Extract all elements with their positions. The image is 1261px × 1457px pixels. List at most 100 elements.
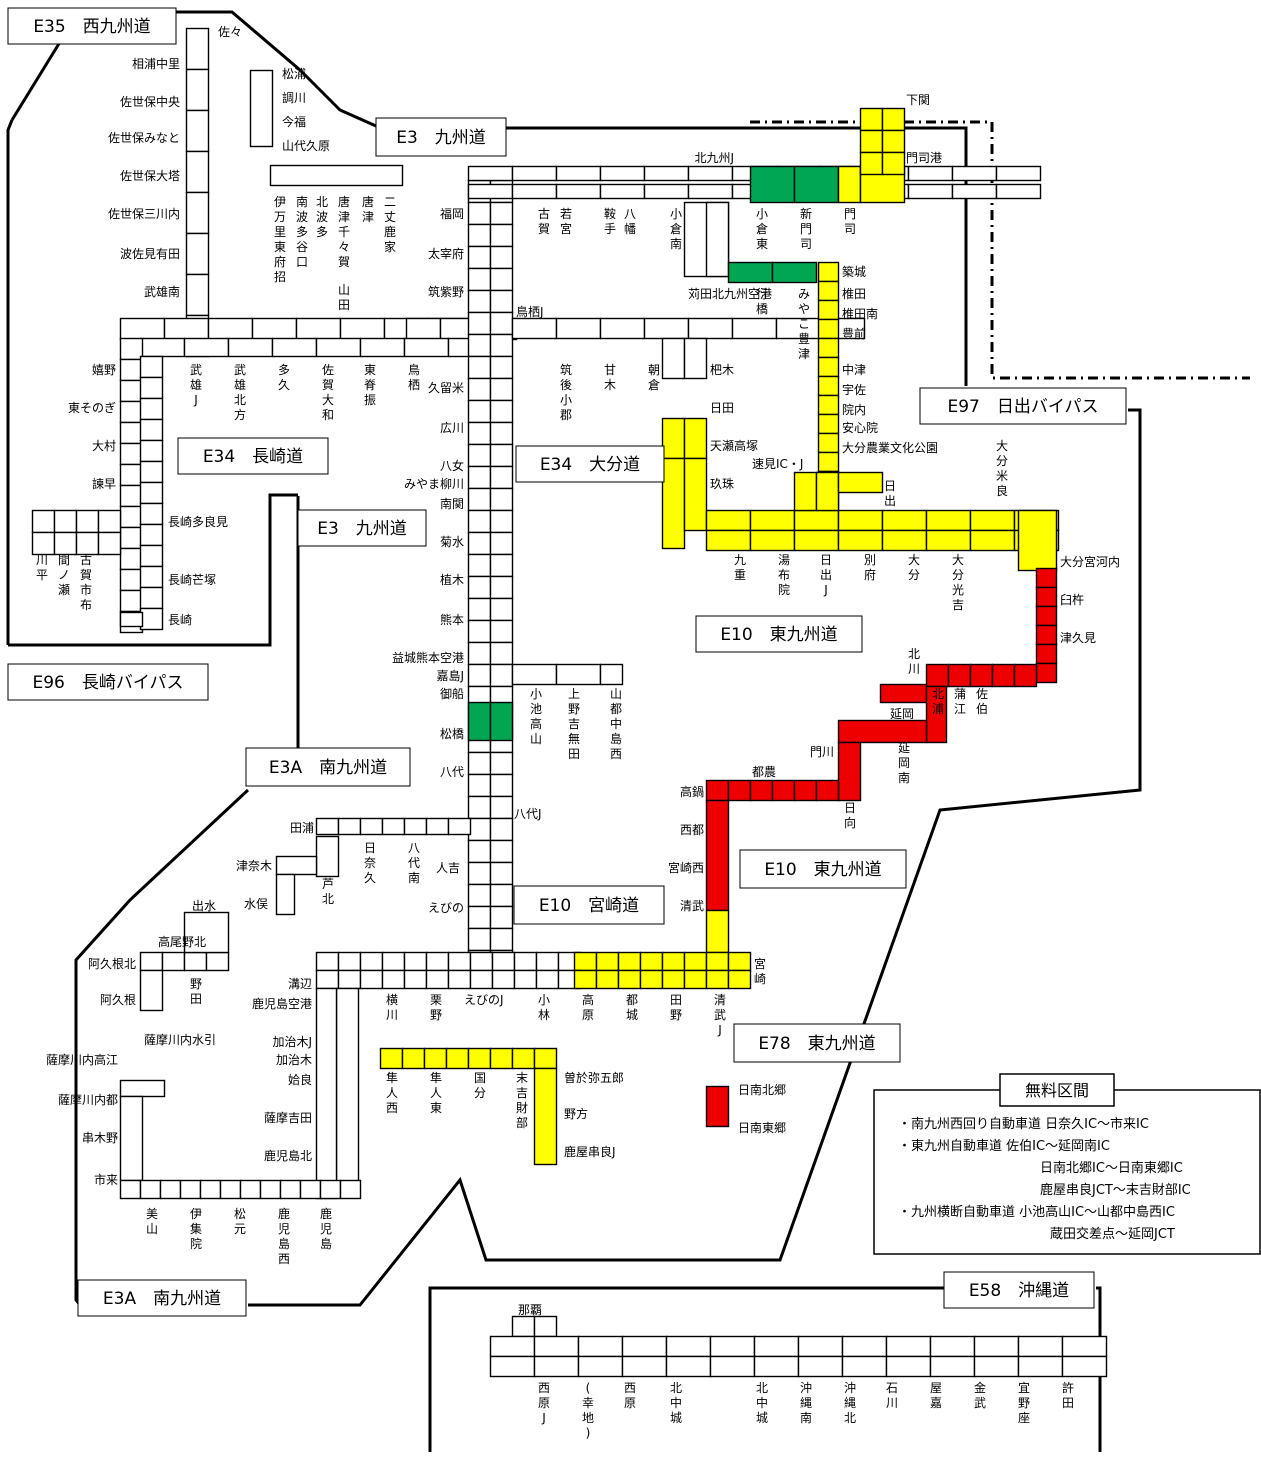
road-segment (639, 951, 664, 972)
notes-line: 鹿屋串良JCT～末吉財部IC (1040, 1182, 1191, 1198)
road-segment (97, 531, 122, 556)
interchange-label: 鹿児島空港 (252, 996, 312, 1011)
road-segment (139, 439, 164, 463)
road-segment (1013, 663, 1038, 688)
road-segment (573, 951, 598, 972)
road-segment (119, 379, 144, 403)
road-segment (749, 529, 796, 552)
road-segment (577, 1355, 624, 1378)
road-segment (467, 795, 492, 820)
interchange-label: 松橋 (440, 727, 464, 741)
road-segment (467, 201, 492, 226)
interchange-label: 阿久根北 (88, 957, 136, 971)
road-segment (183, 337, 230, 358)
road-segment (727, 261, 774, 284)
road-segment (859, 151, 884, 176)
road-segment (885, 1355, 932, 1378)
route-box (733, 1023, 901, 1063)
interchange-label: 溝辺 (288, 977, 312, 991)
road-segment (183, 951, 208, 972)
interchange-label: 院内 (842, 403, 866, 417)
notes-line: 蔵田交差点～延岡JCT (1050, 1226, 1175, 1242)
interchange-label: 臼杵 (1060, 592, 1084, 607)
interchange-label: 大分農業文化公園 (842, 440, 938, 455)
road-segment (837, 165, 862, 204)
interchange-label: 九重 (734, 553, 746, 582)
road-segment (817, 451, 840, 473)
interchange-label: 門川 (810, 745, 834, 759)
interchange-label: 宜野座 (1018, 1380, 1030, 1425)
road-segment (425, 951, 450, 972)
road-segment (881, 509, 928, 532)
road-segment (139, 544, 164, 568)
road-segment (251, 317, 298, 341)
road-segment (661, 337, 686, 380)
road-segment (925, 663, 950, 688)
road-segment (951, 165, 998, 182)
road-segment (119, 1179, 142, 1200)
road-segment (817, 280, 840, 302)
route-box (77, 1279, 247, 1317)
road-segment (239, 1179, 262, 1200)
interchange-label: 筑紫野 (428, 284, 464, 299)
route-box (297, 509, 427, 547)
route-name: E35 西九州道 (33, 17, 150, 37)
road-segment (665, 1355, 712, 1378)
road-segment (275, 855, 318, 876)
interchange-label: 八代J (514, 807, 542, 821)
interchange-label: 佐世保三川内 (108, 207, 180, 221)
interchange-label: 佐伯 (976, 687, 988, 716)
road-segment (907, 165, 954, 182)
road-segment (185, 109, 210, 153)
interchange-label: 杷木 (710, 363, 734, 377)
road-segment (837, 471, 884, 494)
road-segment (491, 951, 516, 972)
road-segment (425, 969, 450, 990)
interchange-label: 広川 (440, 421, 464, 435)
interchange-label: 北川 (908, 647, 920, 676)
route-name: E34 長崎道 (203, 447, 303, 467)
road-segment (489, 751, 514, 776)
road-segment (467, 839, 492, 864)
interchange-label: 田野 (670, 993, 682, 1022)
interchange-label: 甘木 (604, 363, 616, 392)
road-segment (533, 1315, 558, 1338)
road-segment (315, 951, 340, 972)
interchange-label: 大分光吉 (952, 553, 964, 612)
road-segment (817, 261, 840, 283)
road-segment (467, 883, 492, 908)
road-segment (771, 779, 796, 802)
road-segment (535, 969, 560, 990)
interchange-label: 新門司 (800, 206, 812, 251)
road-segment (381, 969, 406, 990)
road-segment (139, 586, 164, 610)
interchange-label: 別府 (864, 553, 876, 582)
interchange-label: 唐津千々賀 (338, 194, 350, 269)
road-segment (159, 1179, 182, 1200)
road-segment (75, 531, 100, 556)
road-segment (315, 835, 340, 878)
road-segment (219, 1179, 242, 1200)
interchange-label: 国分 (474, 1071, 486, 1100)
road-segment (185, 191, 210, 235)
road-segment (1035, 586, 1058, 608)
road-segment (687, 317, 734, 340)
interchange-label: 金武 (974, 1380, 986, 1410)
road-segment (359, 337, 406, 358)
road-segment (947, 663, 972, 688)
interchange-label: 間ノ瀬 (58, 553, 70, 597)
road-segment (489, 531, 514, 556)
road-segment (119, 1079, 166, 1098)
interchange-label: 鹿児島西 (278, 1206, 290, 1266)
interchange-label: 日向 (844, 801, 856, 830)
road-segment (817, 432, 840, 454)
route-box (177, 437, 329, 475)
road-segment (973, 1355, 1020, 1378)
road-segment (705, 201, 730, 278)
road-segment (467, 443, 492, 468)
road-segment (661, 951, 686, 972)
road-segment (467, 553, 492, 578)
road-segment (749, 779, 774, 802)
road-segment (161, 951, 186, 972)
route-name: E78 東九州道 (758, 1034, 875, 1054)
